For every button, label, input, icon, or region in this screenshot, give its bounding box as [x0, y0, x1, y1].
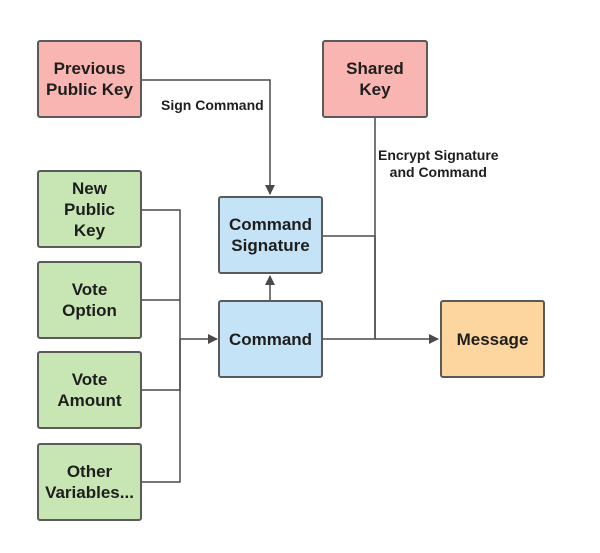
edge-vote-amount [142, 339, 181, 391]
vote-amount-node: Vote Amount [37, 351, 142, 429]
edge-other-variables [142, 339, 181, 483]
edge-signature-to-message [323, 235, 376, 339]
encrypt-label-line2: and Command [389, 164, 487, 180]
previous-public-key-label: Previous Public Key [46, 59, 133, 99]
message-node: Message [440, 300, 545, 378]
command-signature-node: Command Signature [218, 196, 323, 274]
other-variables-label: Other Variables... [45, 462, 134, 502]
encrypt-label: Encrypt Signature and Command [378, 147, 499, 181]
shared-key-label: Shared Key [346, 59, 404, 99]
vote-amount-label: Vote Amount [57, 370, 122, 410]
vote-option-node: Vote Option [37, 261, 142, 339]
other-variables-node: Other Variables... [37, 443, 142, 521]
message-label: Message [456, 329, 529, 349]
command-signature-label: Command Signature [228, 215, 313, 255]
edge-new-public-key [142, 209, 181, 339]
command-node: Command [218, 300, 323, 378]
new-public-key-label: New Public Key [63, 178, 115, 240]
previous-public-key-node: Previous Public Key [37, 40, 142, 118]
edge-previous-key-to-signature [142, 79, 275, 195]
command-label: Command [228, 329, 313, 349]
encrypt-label-line1: Encrypt Signature [378, 147, 499, 163]
vote-option-label: Vote Option [62, 280, 117, 320]
shared-key-node: Shared Key [322, 40, 428, 118]
sign-command-label: Sign Command [161, 97, 264, 113]
new-public-key-node: New Public Key [37, 170, 142, 248]
